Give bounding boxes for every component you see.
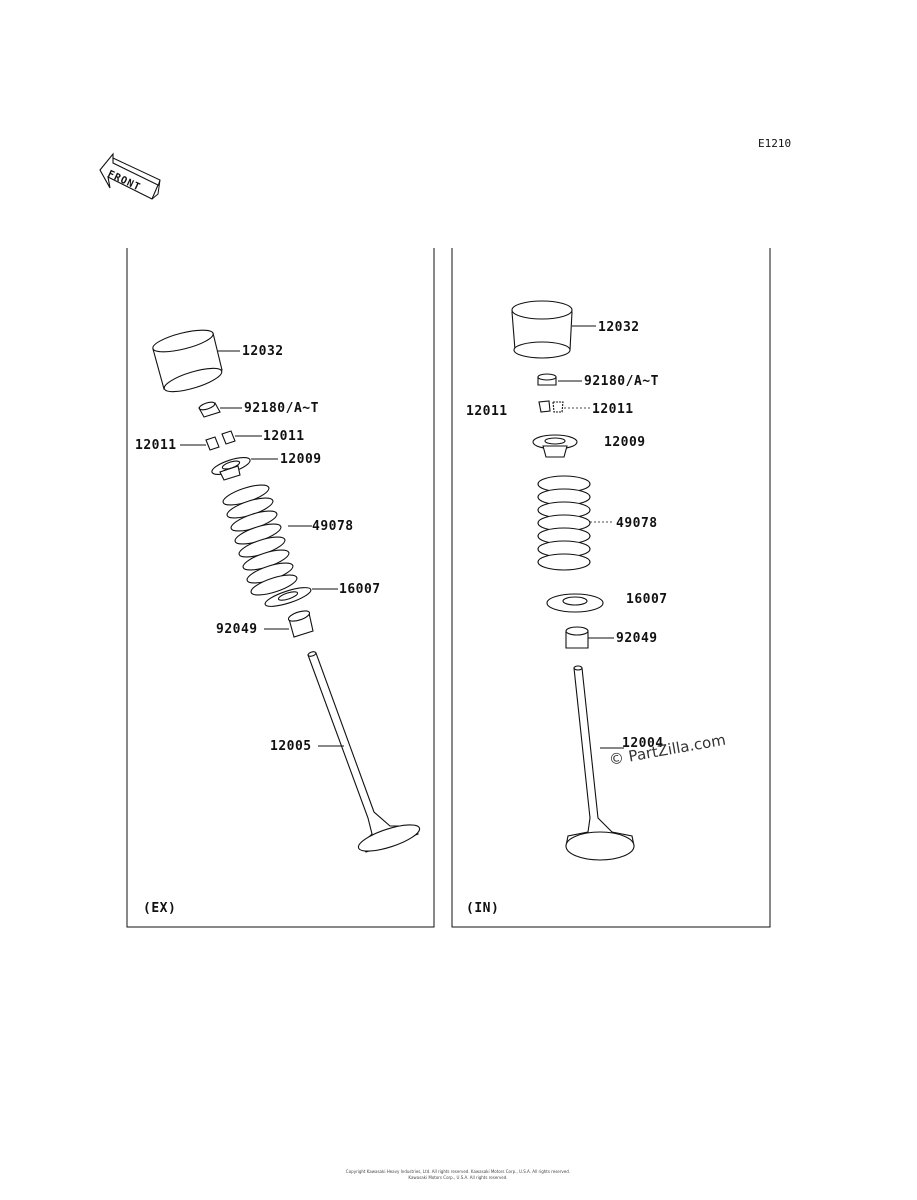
ex-spring-49078 xyxy=(222,484,298,596)
in-label-16007: 16007 xyxy=(626,592,668,607)
ex-label-12005: 12005 xyxy=(270,739,312,754)
front-arrow-icon: FRONT xyxy=(99,152,161,200)
in-label-12032: 12032 xyxy=(598,320,640,335)
ex-label-12032: 12032 xyxy=(242,344,284,359)
in-label-92180: 92180/A~T xyxy=(584,374,659,389)
in-label-12009: 12009 xyxy=(604,435,646,450)
ex-label-12011-right: 12011 xyxy=(263,429,305,444)
in-seat-16007 xyxy=(546,593,604,613)
ex-tappet-12032 xyxy=(152,329,223,393)
in-seal-92049 xyxy=(565,626,589,649)
ex-label-92049: 92049 xyxy=(216,622,258,637)
ex-label-92180: 92180/A~T xyxy=(244,401,319,416)
in-label-92049: 92049 xyxy=(616,631,658,646)
in-panel-frame xyxy=(451,248,771,928)
in-shim-92180 xyxy=(537,373,557,386)
ex-shim-92180 xyxy=(198,401,221,418)
ex-label-16007: 16007 xyxy=(339,582,381,597)
in-retainer-12009 xyxy=(532,434,578,458)
ex-panel-frame xyxy=(126,248,435,928)
in-caption: (IN) xyxy=(466,901,499,916)
ex-retainer-12009 xyxy=(211,457,251,481)
ex-seat-16007 xyxy=(264,587,312,607)
ex-panel: 12032 92180/A~T 12011 12011 12009 xyxy=(126,248,435,928)
in-panel: 12032 92180/A~T 12011 12011 12009 xyxy=(451,248,771,928)
in-keeper-12011 xyxy=(538,400,564,413)
ex-seal-92049 xyxy=(287,610,314,638)
ex-label-49078: 49078 xyxy=(312,519,354,534)
diagram-code: E1210 xyxy=(758,137,791,150)
ex-caption: (EX) xyxy=(143,901,176,916)
in-label-49078: 49078 xyxy=(616,516,658,531)
ex-label-12009: 12009 xyxy=(280,452,322,467)
ex-valve-12005 xyxy=(307,651,421,853)
in-label-12011-right: 12011 xyxy=(592,402,634,417)
in-label-12004: 12004 xyxy=(622,736,664,751)
footer-line1: Copyright Kawasaki Heavy Industries, Ltd… xyxy=(346,1169,570,1174)
in-label-12011-left: 12011 xyxy=(466,404,508,419)
in-tappet-12032 xyxy=(511,300,573,359)
ex-keeper-12011 xyxy=(205,430,236,451)
in-valve-12004 xyxy=(565,665,635,861)
ex-label-12011-left: 12011 xyxy=(135,438,177,453)
in-spring-49078 xyxy=(537,475,591,571)
footer-line2: Kawasaki Motors Corp., U.S.A. All rights… xyxy=(408,1175,507,1180)
